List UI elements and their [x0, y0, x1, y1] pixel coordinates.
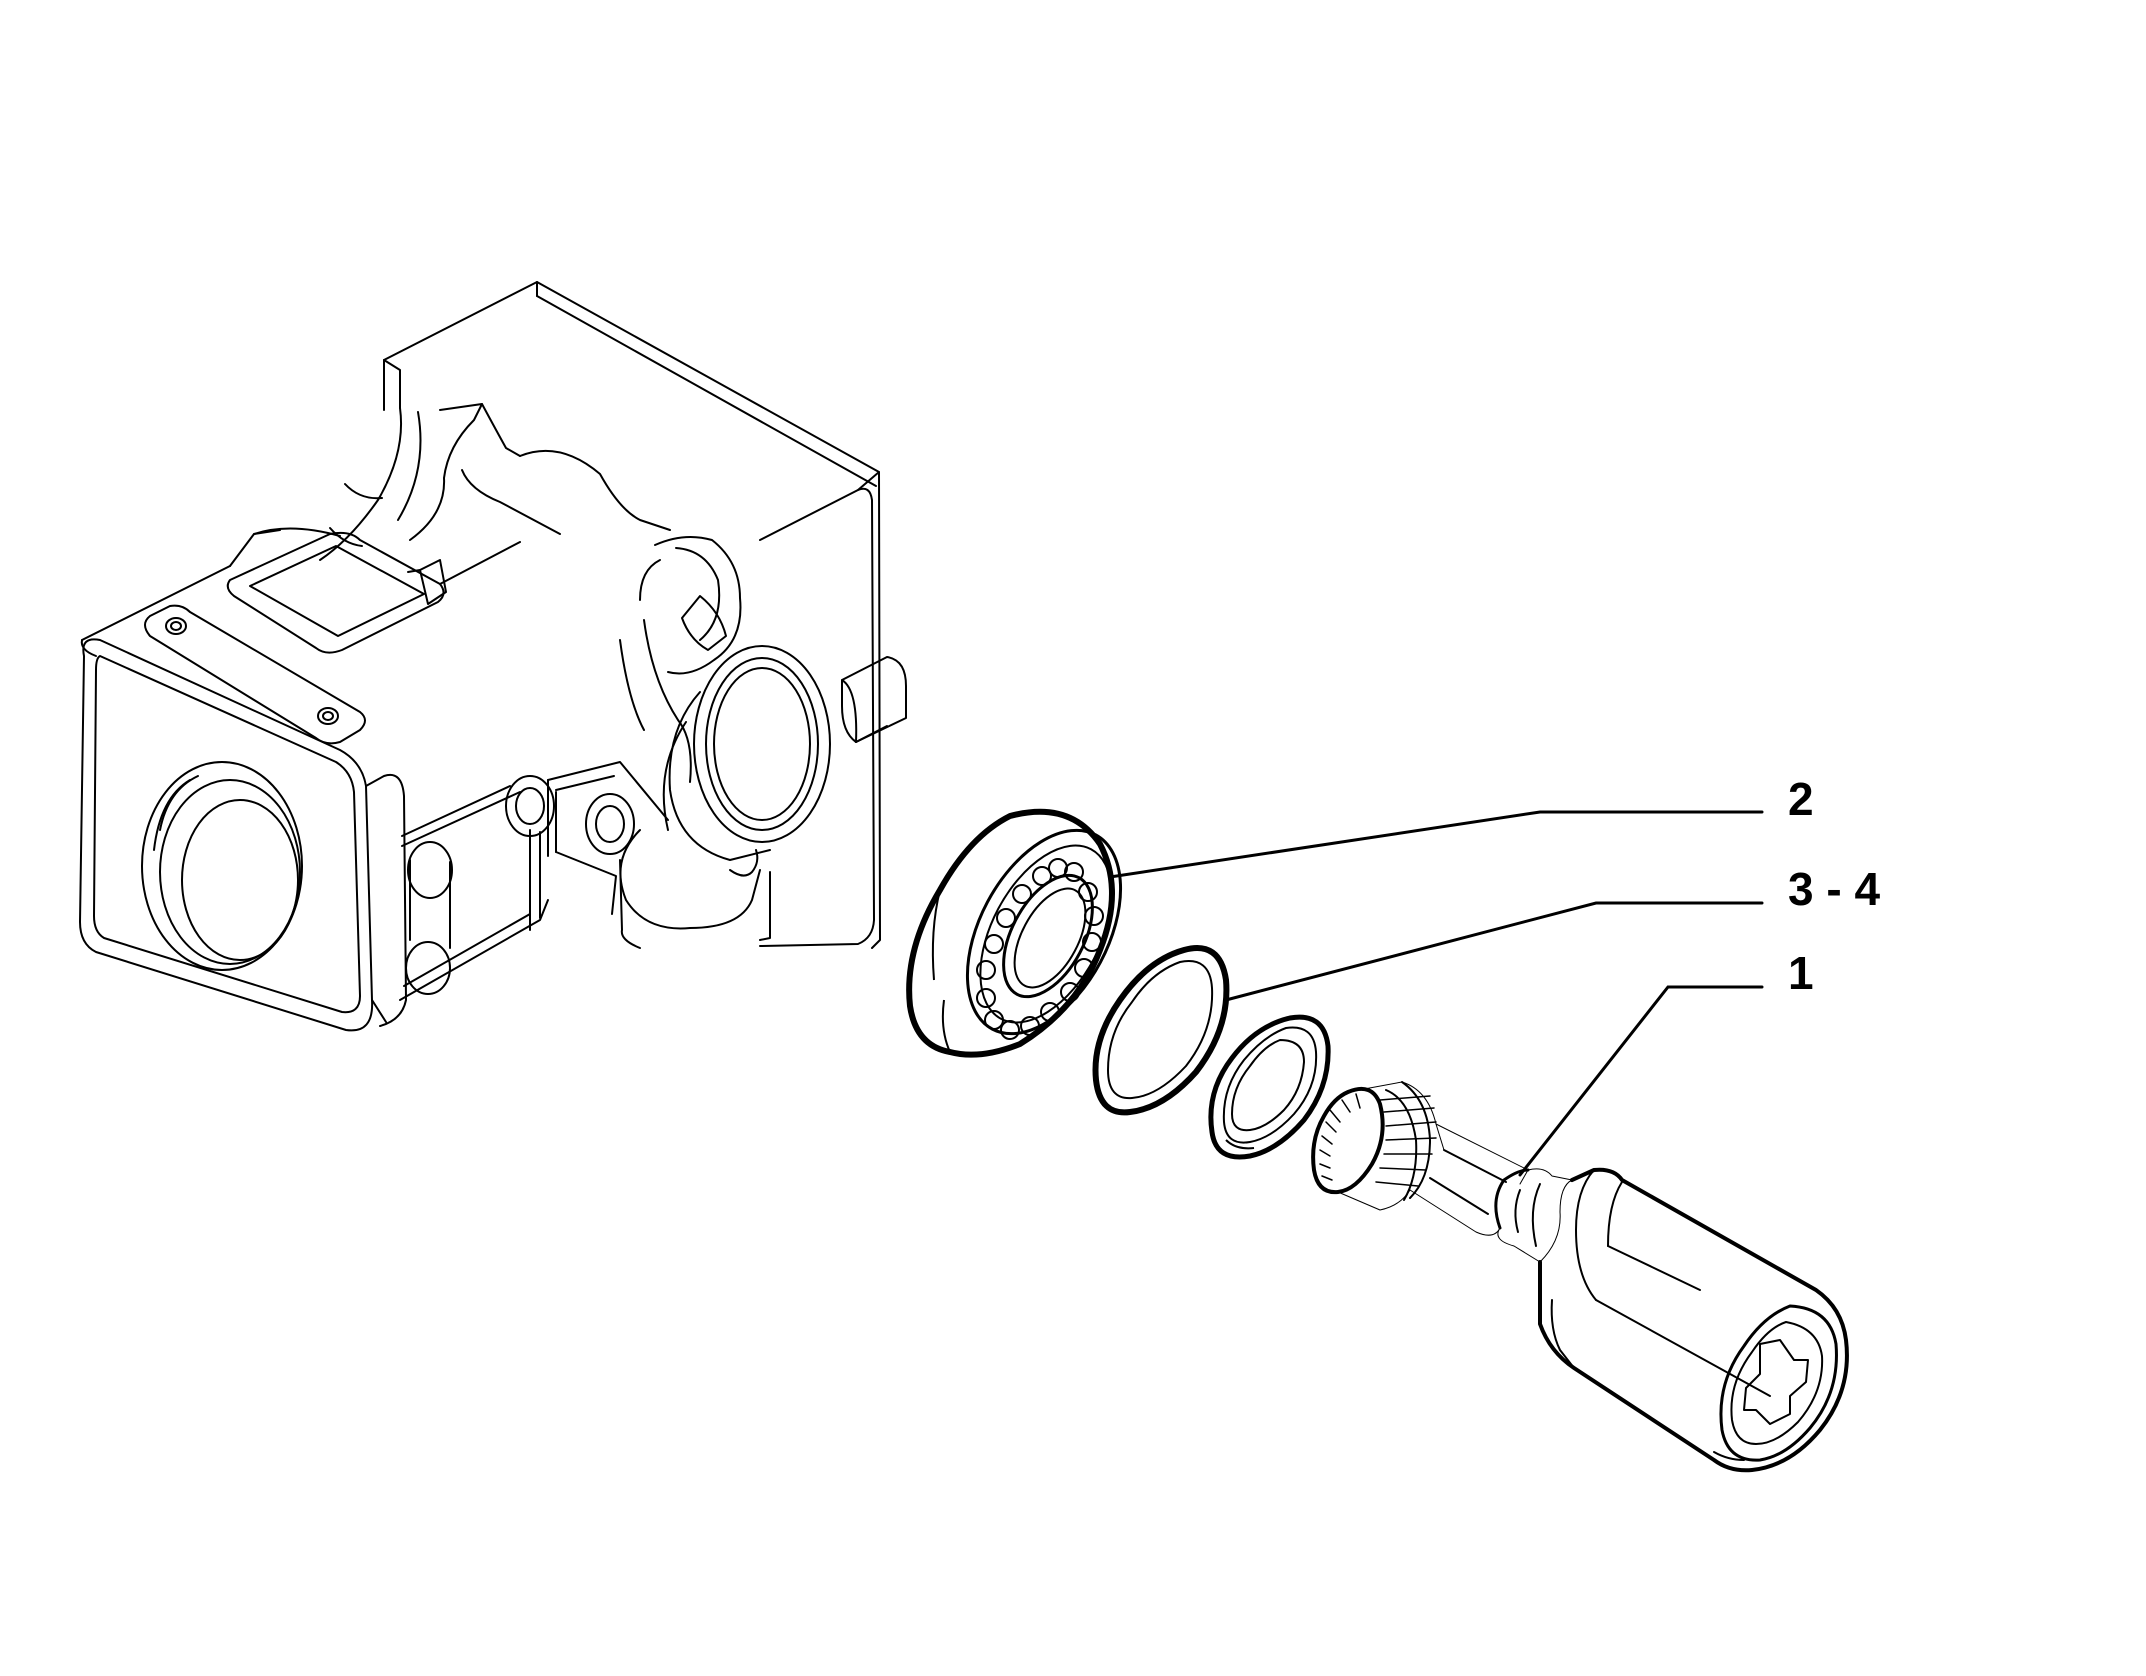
gearbox-housing [79, 281, 907, 1032]
splined-shaft [1311, 1081, 1849, 1473]
callout-leaders [1108, 810, 1764, 1177]
leader-line-bearing [1108, 810, 1764, 879]
callout-label-bearing: 2 [1788, 773, 1814, 825]
callout-label-shaft: 1 [1788, 947, 1814, 999]
leader-line-rings [1224, 901, 1764, 1002]
thin-ring [1092, 945, 1230, 1116]
seal-ring [1208, 1014, 1331, 1160]
ball-bearing [906, 808, 1123, 1058]
callout-label-rings: 3 - 4 [1788, 863, 1880, 915]
callout-labels: 2 3 - 4 1 [1788, 773, 1880, 999]
leader-line-shaft [1518, 985, 1764, 1177]
